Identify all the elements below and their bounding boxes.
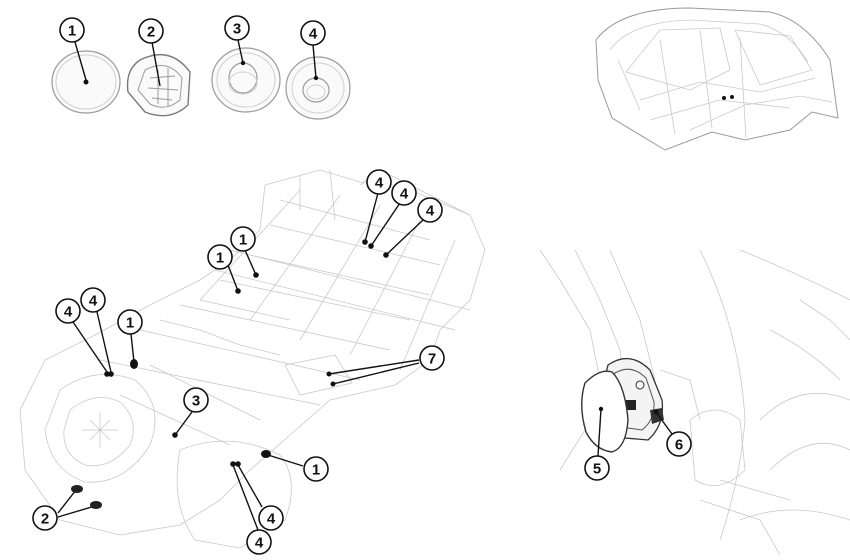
svg-text:3: 3 (192, 393, 200, 410)
svg-text:6: 6 (675, 437, 683, 454)
svg-text:4: 4 (426, 203, 435, 220)
vehicle-body-locator (595, 7, 839, 151)
svg-text:4: 4 (267, 511, 276, 528)
legend-callout-4: 4 (300, 20, 326, 46)
floor-callout-4-c: 4 (417, 197, 443, 223)
floor-callout-1-a: 1 (207, 244, 233, 270)
svg-text:5: 5 (593, 461, 601, 478)
svg-text:2: 2 (147, 24, 155, 41)
round-flat-plug-icon (51, 50, 121, 114)
rear-quarter-detail (539, 249, 850, 556)
floor-callout-4-f: 4 (258, 505, 284, 531)
stepped-grommet-icon (285, 56, 351, 120)
svg-text:1: 1 (239, 232, 247, 249)
floor-callout-1-d: 1 (303, 456, 329, 482)
svg-text:1: 1 (126, 315, 134, 332)
svg-text:4: 4 (400, 186, 409, 203)
floor-callout-4-a: 4 (366, 169, 392, 195)
svg-text:4: 4 (255, 535, 264, 552)
floor-callout-4-d: 4 (55, 298, 81, 324)
svg-text:4: 4 (309, 26, 318, 43)
floor-callout-4-b: 4 (391, 180, 417, 206)
detail-callout-5: 5 (584, 455, 610, 481)
svg-text:1: 1 (312, 462, 320, 479)
floor-callout-3: 3 (183, 387, 209, 413)
svg-text:4: 4 (375, 175, 384, 192)
floor-callout-4-e: 4 (80, 287, 106, 313)
floor-markers (57, 192, 424, 531)
legend-callout-3: 3 (224, 15, 250, 41)
oval-ribbed-plug-icon (126, 53, 191, 117)
floor-callout-2: 2 (32, 505, 58, 531)
svg-text:2: 2 (41, 511, 49, 528)
legend-callout-2: 2 (138, 18, 164, 44)
svg-text:7: 7 (428, 351, 436, 368)
floor-callout-7: 7 (419, 345, 445, 371)
floor-callout-1-c: 1 (117, 309, 143, 335)
detail-callout-6: 6 (666, 431, 692, 457)
svg-text:3: 3 (233, 21, 241, 38)
parts-legend: 1 2 3 4 (51, 15, 351, 120)
grommet-ring-icon (211, 47, 281, 113)
floor-callout-4-g: 4 (246, 529, 272, 555)
svg-text:4: 4 (64, 304, 73, 321)
svg-text:4: 4 (89, 293, 98, 310)
floor-callout-1-b: 1 (230, 226, 256, 252)
svg-text:1: 1 (68, 23, 76, 40)
legend-callout-1: 1 (59, 17, 85, 43)
svg-text:1: 1 (216, 250, 224, 267)
